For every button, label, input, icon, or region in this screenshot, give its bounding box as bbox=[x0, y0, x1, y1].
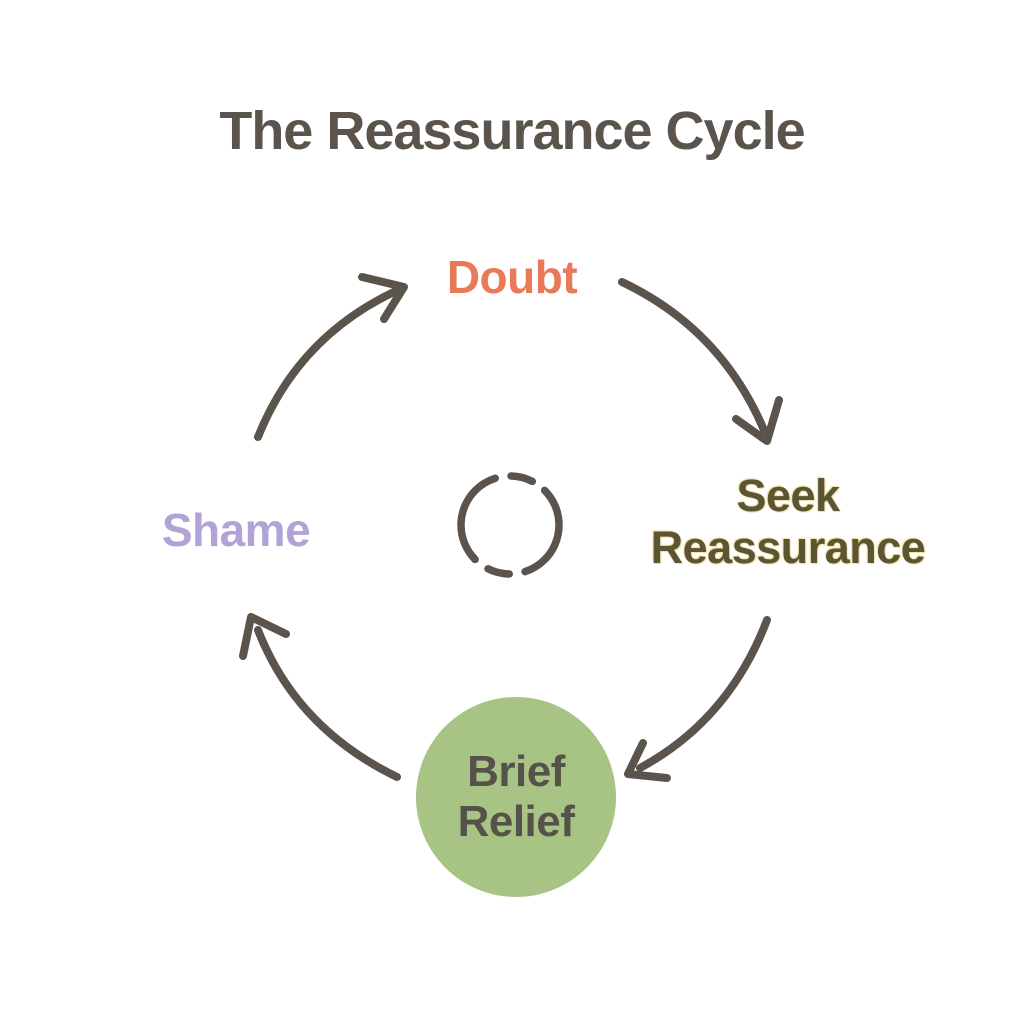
node-brief-relief-label: Brief Relief bbox=[457, 747, 575, 846]
diagram-title: The Reassurance Cycle bbox=[219, 101, 805, 161]
arrow-doubt-to-seek-reassurance bbox=[618, 278, 783, 445]
arrow-shame-to-doubt-shaft bbox=[254, 287, 400, 441]
arrow-seek-reassurance-to-brief-relief-head bbox=[624, 739, 671, 782]
cycle-center-dashed-circle-icon bbox=[457, 472, 563, 578]
arrow-shame-to-doubt bbox=[254, 273, 408, 441]
arrow-doubt-to-seek-reassurance-head bbox=[732, 396, 783, 445]
arrow-shame-to-doubt-head bbox=[358, 273, 408, 323]
node-brief-relief-circle: Brief Relief bbox=[416, 697, 616, 897]
node-doubt-label: Doubt bbox=[446, 251, 578, 303]
arrow-brief-relief-to-shame bbox=[239, 613, 401, 781]
node-shame-label: Shame bbox=[161, 504, 311, 556]
node-seek-reassurance-label: Seek Reassurance bbox=[650, 470, 926, 573]
arrow-seek-reassurance-to-brief-relief-shaft bbox=[636, 616, 771, 772]
arrow-doubt-to-seek-reassurance-shaft bbox=[618, 278, 768, 434]
arrow-seek-reassurance-to-brief-relief bbox=[624, 616, 771, 782]
arrow-brief-relief-to-shame-head bbox=[239, 613, 290, 660]
arrow-brief-relief-to-shame-shaft bbox=[254, 626, 401, 781]
